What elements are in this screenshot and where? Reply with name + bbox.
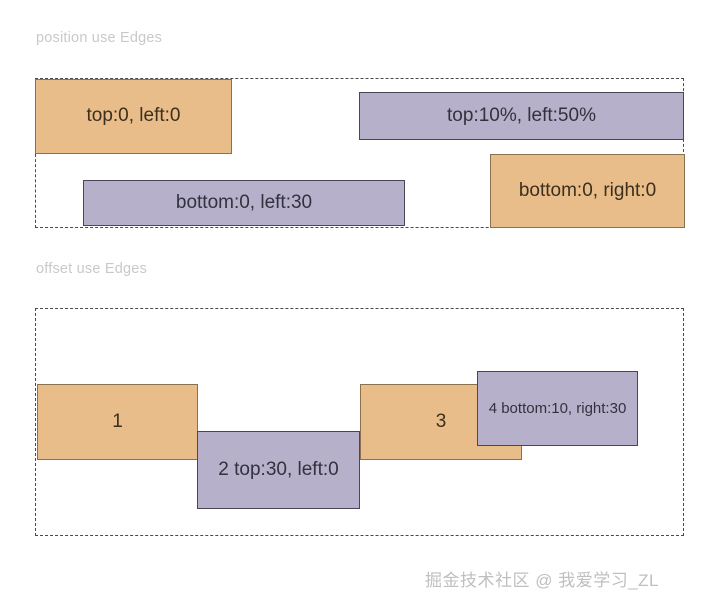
section-label-offset: offset use Edges [36, 261, 147, 277]
box-offset-1[interactable]: 1 [37, 384, 198, 460]
box-offset-2[interactable]: 2 top:30, left:0 [197, 431, 360, 509]
box-bottom-right0[interactable]: bottom:0, right:0 [490, 154, 685, 228]
section-label-position: position use Edges [36, 30, 163, 46]
box-bottom-left30[interactable]: bottom:0, left:30 [83, 180, 405, 226]
box-top-percent[interactable]: top:10%, left:50% [359, 92, 684, 140]
box-top-left[interactable]: top:0, left:0 [35, 79, 232, 154]
offset-container [35, 308, 684, 536]
watermark-credit: 掘金技术社区 @ 我爱学习_ZL [425, 571, 659, 590]
box-offset-4[interactable]: 4 bottom:10, right:30 [477, 371, 638, 446]
